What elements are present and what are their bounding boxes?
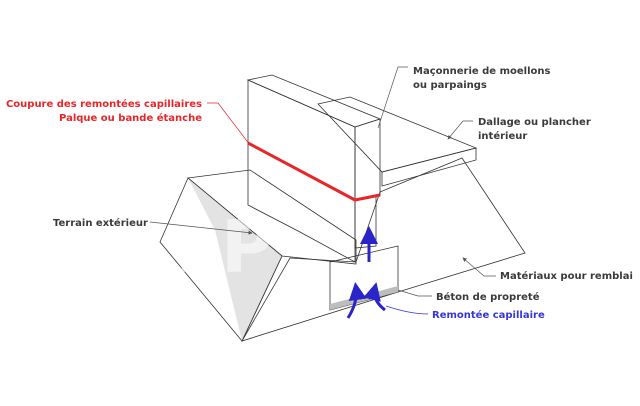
leader-slab bbox=[447, 120, 473, 140]
capillary-arrows bbox=[346, 226, 386, 319]
interior-slab bbox=[317, 96, 478, 187]
waterproof-barrier bbox=[247, 141, 381, 202]
label-capillary: Remontée capillaire bbox=[432, 309, 545, 321]
terrain-block bbox=[159, 169, 357, 342]
leader-backfill bbox=[462, 257, 496, 277]
leader-terrain bbox=[149, 221, 253, 235]
label-slab-2: intérieur bbox=[478, 130, 527, 142]
label-masonry-2: ou parpaings bbox=[413, 80, 487, 91]
footing bbox=[329, 245, 399, 311]
leader-cut bbox=[207, 102, 251, 146]
watermark: LP bbox=[175, 205, 274, 289]
backfill-block bbox=[241, 157, 526, 342]
leader-blinding bbox=[397, 289, 432, 297]
leader-capillary bbox=[385, 305, 429, 315]
label-slab-1: Dallage ou plancher bbox=[478, 117, 591, 128]
label-masonry-1: Maçonnerie de moellons bbox=[413, 66, 550, 77]
label-backfill: Matériaux pour remblai bbox=[500, 270, 633, 282]
label-terrain: Terrain extérieur bbox=[53, 217, 148, 229]
label-cut-1: Coupure des remontées capillaires bbox=[6, 98, 202, 110]
masonry-wall bbox=[246, 74, 382, 263]
label-blinding: Béton de propreté bbox=[436, 291, 540, 303]
label-cut-2: Palque ou bande étanche bbox=[59, 112, 202, 124]
leader-masonry bbox=[377, 66, 408, 129]
